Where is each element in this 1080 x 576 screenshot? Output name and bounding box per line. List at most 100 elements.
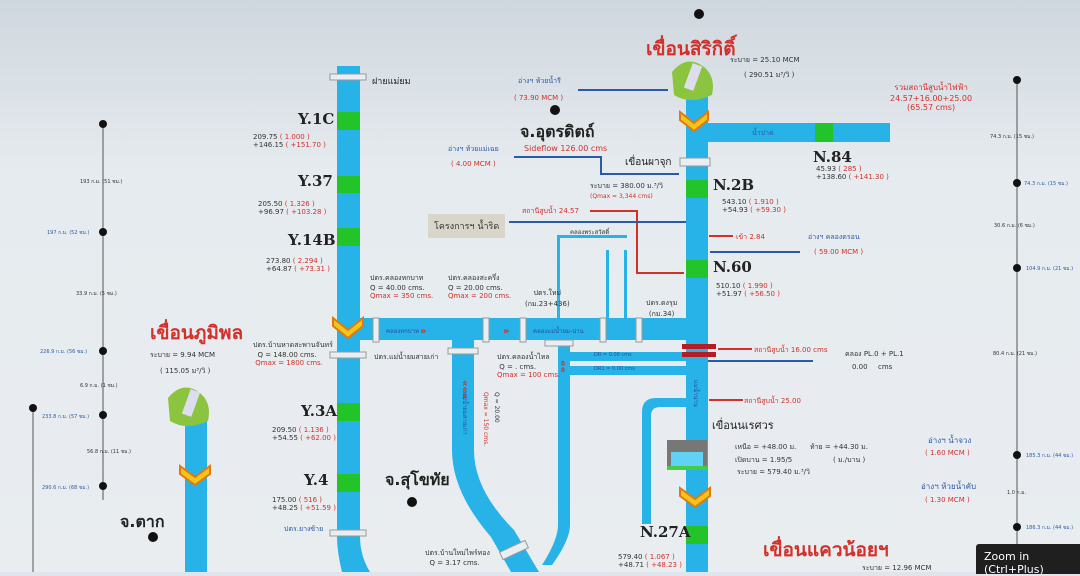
station-n27a-name: N.27A xyxy=(640,523,691,541)
scale-right-5: 185.3 ก.ม. (44 ชม.) xyxy=(1026,453,1074,459)
namchuang-volume: ( 1.60 MCM ) xyxy=(925,449,970,457)
gate-namlai-name: ปตร.คลองน้ำไหล xyxy=(497,353,550,361)
scale-right-1: 74.3 ก.ม. (15 ชม.) xyxy=(1024,181,1068,187)
n60-level: +51.97 xyxy=(716,290,742,298)
scale-left-7: 290.6 ก.ม. (68 ชม.) xyxy=(42,485,90,491)
n84-flow: 45.93 xyxy=(816,165,837,173)
naresuan-downstream: ท้าย = +44.30 ม. xyxy=(810,443,868,451)
pl-canal-unit: cms xyxy=(878,363,893,371)
scale-right-4: 80.4 ก.ม. (21 ชม.) xyxy=(993,351,1037,357)
dam-naresuan-title: เขื่อนนเรศวร xyxy=(712,419,774,432)
dam-bhumibol-title: เขื่อนภูมิพล xyxy=(150,322,244,344)
station-y3a-data: 209.50 ( 1.136 )+54.55 ( +62.00 ) xyxy=(272,426,336,442)
phachuk-qmax: (Qmax = 3,344 cms) xyxy=(590,193,653,200)
svg-text:»: » xyxy=(420,326,426,337)
n2b-level-ref: ( +59.30 ) xyxy=(750,206,786,214)
blue-arrows xyxy=(509,89,813,362)
dam-bhumibol-release: ระบาย = 9.94 MCM xyxy=(150,351,216,359)
y4-level-ref: ( +51.59 ) xyxy=(300,504,336,512)
phrasawat-channel-h xyxy=(557,235,627,238)
y14b-level-ref: ( +73.31 ) xyxy=(294,265,330,273)
y37-flow: 205.50 xyxy=(258,200,283,208)
gate-khorum-name: ปตร.ดงรุม xyxy=(646,299,678,307)
y14b-level: +64.87 xyxy=(266,265,292,273)
nan-river-label: แม่น้ำน่าน xyxy=(692,380,699,407)
nam-pat-label: น้ำปาด xyxy=(752,129,774,137)
scale-left-2: 33.9 ก.ม. (5 ชม.) xyxy=(76,291,117,297)
n27a-level: +48.71 xyxy=(618,561,644,569)
y1c-level: +146.15 xyxy=(253,141,284,149)
n84-level: +138.60 xyxy=(816,173,847,181)
scale-right-6: 1.0 ก.ม. xyxy=(1007,490,1027,496)
old-yom-qmax: Qmax = 150 cms. xyxy=(482,392,489,447)
station-markers xyxy=(337,112,833,544)
gate-banhat-q: Q = 148.00 cms. xyxy=(257,351,317,359)
total-pump-title: รวมสถานีสูบน้ำไฟฟ้า xyxy=(894,83,968,92)
pump-24-label: สถานีสูบน้ำ 24.57 xyxy=(522,207,579,215)
gate-khorum-km: (กม.34) xyxy=(648,310,675,318)
gate-banhat-name: ปตร.บ้านหาดสะพานจันทร์ xyxy=(253,341,333,349)
y4-level: +48.25 xyxy=(272,504,298,512)
namlai-channel xyxy=(542,340,570,565)
gate-mai-name: ปตร.ใหม่ xyxy=(533,289,562,297)
project-namrit-box: โครงการฯ น้ำริด xyxy=(428,214,506,238)
canal-mai-label: คลองแม่น้ำยม-น่าน xyxy=(533,328,584,335)
channel-1 xyxy=(570,352,686,361)
gate-mai: ปตร.ใหม่(กม.23+436) xyxy=(525,288,570,310)
station-y37-data: 205.50 ( 1.326 )+96.97 ( +103.28 ) xyxy=(258,200,326,216)
dam-phachuk-title: เขื่อนผาจุก xyxy=(625,157,672,168)
province-uttaradit: จ.อุตรดิตถ์ xyxy=(520,122,595,141)
huaimaecoe-volume: ( 4.00 MCM ) xyxy=(451,160,496,168)
y3a-level-ref: ( +62.00 ) xyxy=(300,434,336,442)
y1c-flow-ref: ( 1.000 ) xyxy=(279,133,310,141)
inflow-label: เข้า 2.84 xyxy=(736,233,765,241)
n60-level-ref: ( +56.50 ) xyxy=(744,290,780,298)
scale-left-1: 197 ก.ม. (52 ชม.) xyxy=(47,230,90,236)
gate-banmai-q: Q = 3.17 cms. xyxy=(429,559,480,567)
y14b-flow-ref: ( 2.294 ) xyxy=(292,257,323,265)
khlong-phrasawat-label: คลองพระสวัสดิ์ xyxy=(570,229,610,236)
dam-kwaenoi-title: เขื่อนแควน้อยฯ xyxy=(763,539,889,561)
y14b-flow: 273.80 xyxy=(266,257,291,265)
namchuang-label: อ่างฯ น้ำจวง xyxy=(928,436,972,445)
y37-flow-ref: ( 1.326 ) xyxy=(284,200,315,208)
n84-flow-ref: ( 285 ) xyxy=(838,165,862,173)
gate-banmai: ปตร.บ้านใหม่ไพร์ทอง Q = 3.17 cms. xyxy=(425,548,490,567)
province-tak: จ.ตาก xyxy=(120,512,165,531)
n27a-flow: 579.40 xyxy=(618,553,643,561)
huainamri-label: อ่างฯ ห้วยน้ำรี xyxy=(518,77,561,85)
y3a-level: +54.55 xyxy=(272,434,298,442)
svg-text:««: «« xyxy=(557,360,568,373)
gate-namlai-qmax: Qmax = 100 cms. xyxy=(497,371,561,379)
station-n84-name: N.84 xyxy=(813,148,852,166)
scale-left-3: 226.9 ก.ม. (56 ชม.) xyxy=(40,349,88,355)
scale-right-2: 30.6 ก.ม. (6 ชม.) xyxy=(994,223,1035,229)
n27a-flow-ref: ( 1.067 ) xyxy=(644,553,675,561)
naresuan-loop xyxy=(642,398,686,524)
gate-hakbat-qmax: Qmax = 350 cms. xyxy=(370,292,434,300)
khlongtron-label: อ่างฯ คลองตรอน xyxy=(808,233,860,241)
dam-icons xyxy=(168,61,713,470)
y37-level-ref: ( +103.28 ) xyxy=(286,208,327,216)
scale-right-3: 104.9 ก.ม. (21 ชม.) xyxy=(1026,266,1074,272)
gate-banhat-qmax: Qmax = 1800 cms. xyxy=(255,359,323,367)
station-y14b-data: 273.80 ( 2.294 )+64.87 ( +73.31 ) xyxy=(266,257,330,273)
station-n2b-data: 543.10 ( 1.910 )+54.93 ( +59.30 ) xyxy=(722,198,786,214)
naresuan-release: ระบาย = 579.40 ม.³/วิ xyxy=(737,468,810,476)
gate-maeyomold-label: ปตร.แม่น้ำยมสายเก่า xyxy=(374,353,439,361)
naresuan-upstream: เหนือ = +48.00 ม. xyxy=(735,443,797,451)
gate-banhat: ปตร.บ้านหาดสะพานจันทร์ Q = 148.00 cms. Q… xyxy=(253,340,333,367)
gate-yang-label: ปตร.ยางซ้าย xyxy=(284,525,324,533)
pump-station xyxy=(682,344,716,357)
pl-canal-value: 0.00 xyxy=(852,363,868,371)
bhumibol-river xyxy=(185,420,207,572)
gate-namlai-q: Q = . cms. xyxy=(499,363,537,371)
station-n27a-data: 579.40 ( 1.067 )+48.71 ( +48.23 ) xyxy=(618,553,682,569)
zoom-tooltip: Zoom in (Ctrl+Plus) xyxy=(976,544,1080,576)
station-y14b-name: Y.14B xyxy=(288,231,336,249)
scale-right-7: 186.3 ก.ม. (44 ชม.) xyxy=(1026,525,1074,531)
huainamkhan-label: อ่างฯ ห้วยน้ำคับ xyxy=(921,482,977,491)
dam-bhumibol-rate: ( 115.05 ม³/วิ ) xyxy=(160,367,211,375)
